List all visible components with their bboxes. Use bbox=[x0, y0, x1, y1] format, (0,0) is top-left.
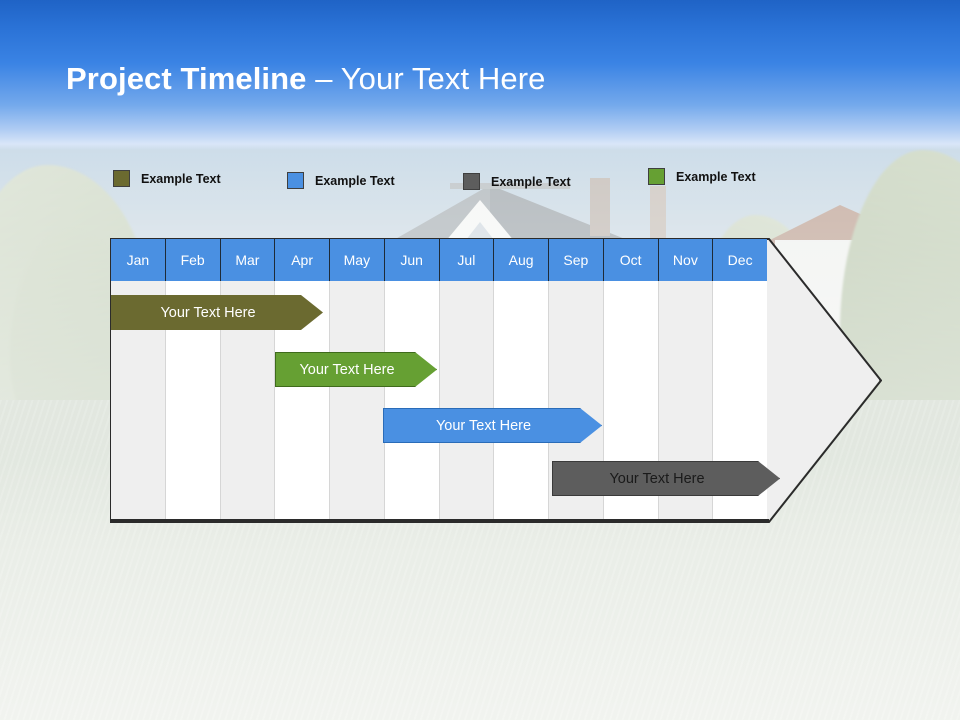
page-title: Project Timeline – Your Text Here bbox=[66, 61, 545, 97]
month-cell-nov[interactable]: Nov bbox=[658, 239, 714, 281]
legend-swatch-blue bbox=[287, 172, 304, 189]
legend-item-1[interactable]: Example Text bbox=[113, 170, 221, 187]
legend-label-3: Example Text bbox=[491, 174, 571, 189]
column-may bbox=[330, 281, 385, 520]
legend-label-1: Example Text bbox=[141, 171, 221, 186]
month-cell-apr[interactable]: Apr bbox=[275, 239, 330, 281]
legend-swatch-gray bbox=[463, 173, 480, 190]
month-cell-mar[interactable]: Mar bbox=[220, 239, 276, 281]
page-title-light: – Your Text Here bbox=[306, 61, 546, 96]
task-bar-2-shape bbox=[275, 352, 437, 387]
month-cell-sep[interactable]: Sep bbox=[549, 239, 604, 281]
task-bar-4[interactable]: Your Text Here bbox=[552, 461, 780, 496]
month-cell-jun[interactable]: Jun bbox=[384, 239, 440, 281]
legend-label-2: Example Text bbox=[315, 173, 395, 188]
legend-item-3[interactable]: Example Text bbox=[463, 173, 571, 190]
month-cell-dec[interactable]: Dec bbox=[713, 239, 767, 281]
legend-label-4: Example Text bbox=[676, 169, 756, 184]
header-banner bbox=[0, 0, 960, 150]
task-bar-2-label: Your Text Here bbox=[299, 361, 395, 378]
month-cell-feb[interactable]: Feb bbox=[165, 239, 221, 281]
page-title-strong: Project Timeline bbox=[66, 61, 307, 96]
task-bar-2[interactable]: Your Text Here bbox=[275, 352, 437, 387]
month-cell-jul[interactable]: Jul bbox=[439, 239, 495, 281]
legend-swatch-green bbox=[648, 168, 665, 185]
task-bar-4-shape bbox=[552, 461, 780, 496]
month-cell-jan[interactable]: Jan bbox=[111, 239, 166, 281]
timeline-baseline bbox=[110, 519, 769, 522]
task-bar-1-shape bbox=[111, 295, 323, 330]
task-bar-3[interactable]: Your Text Here bbox=[383, 408, 602, 443]
column-jun bbox=[384, 281, 440, 520]
task-bar-4-label: Your Text Here bbox=[609, 470, 705, 487]
task-bar-1[interactable]: Your Text Here bbox=[111, 295, 323, 330]
month-cell-oct[interactable]: Oct bbox=[603, 239, 659, 281]
month-header-row: Jan Feb Mar Apr May Jun Jul Aug Sep Oct … bbox=[111, 239, 767, 281]
legend-item-2[interactable]: Example Text bbox=[287, 172, 395, 189]
task-bar-3-label: Your Text Here bbox=[435, 417, 532, 434]
legend-swatch-olive bbox=[113, 170, 130, 187]
legend-item-4[interactable]: Example Text bbox=[648, 168, 756, 185]
month-cell-may[interactable]: May bbox=[330, 239, 385, 281]
task-bar-3-shape bbox=[383, 408, 602, 443]
column-aug bbox=[494, 281, 549, 520]
month-cell-aug[interactable]: Aug bbox=[494, 239, 549, 281]
task-bar-1-label: Your Text Here bbox=[160, 304, 256, 321]
column-jul bbox=[439, 281, 495, 520]
